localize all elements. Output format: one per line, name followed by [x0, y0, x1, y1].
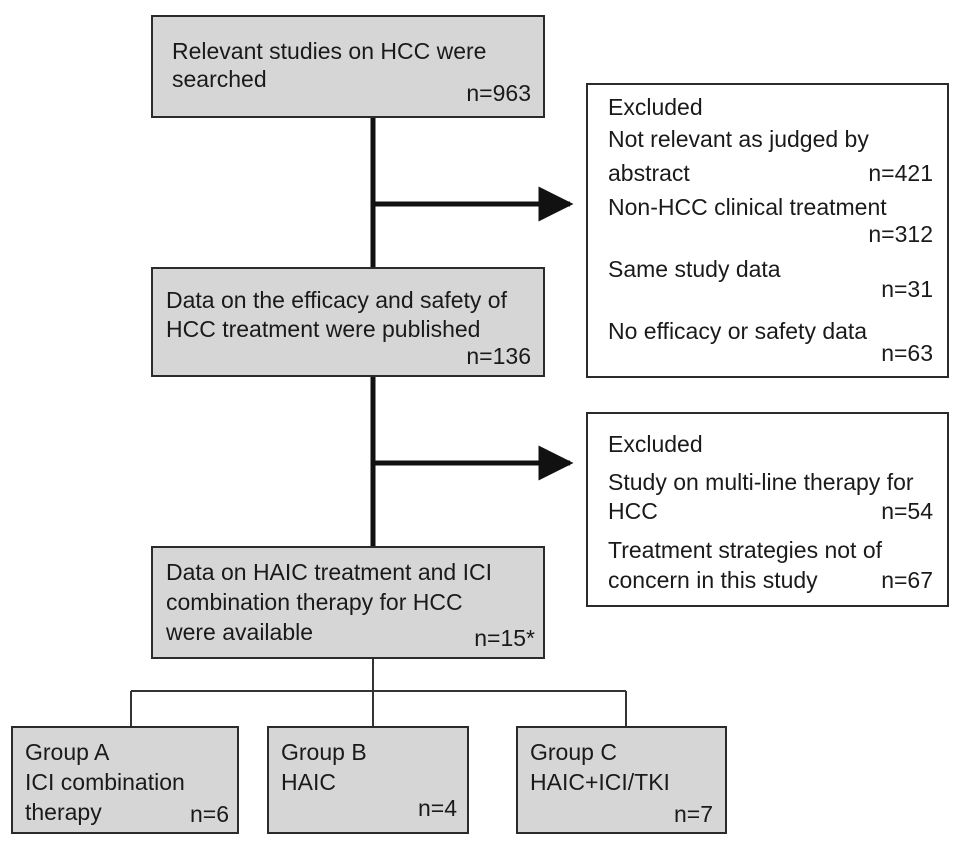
searched-studies-box: Relevant studies on HCC were searched n=…: [151, 15, 545, 118]
group-b-box: Group B HAIC n=4: [267, 726, 469, 834]
published-count: n=136: [466, 343, 531, 369]
excluded-1-title: Excluded: [608, 94, 703, 120]
group-c-line1: HAIC+ICI/TKI: [530, 769, 670, 795]
excluded-1-count-2: n=312: [868, 221, 933, 247]
excluded-1-reason-1a: Not relevant as judged by: [608, 126, 869, 152]
available-data-box: Data on HAIC treatment and ICI combinati…: [151, 546, 545, 659]
excluded-1-reason-4: No efficacy or safety data: [608, 318, 868, 344]
available-line3: were available: [166, 619, 314, 645]
published-line1: Data on the efficacy and safety of: [166, 287, 507, 313]
searched-count: n=963: [466, 80, 531, 106]
group-a-count: n=6: [189, 801, 229, 827]
group-c-title: Group C: [530, 739, 617, 765]
available-count: n=15*: [474, 625, 535, 651]
excluded-2-count-2: n=67: [881, 567, 933, 593]
excluded-box-1: Excluded Not relevant as judged by abstr…: [586, 83, 949, 378]
excluded-1-reason-3: Same study data: [608, 256, 781, 282]
available-line1: Data on HAIC treatment and ICI: [166, 559, 492, 585]
searched-line2: searched: [172, 66, 267, 92]
published-line2: HCC treatment were published: [166, 316, 481, 342]
excluded-1-count-4: n=63: [881, 340, 933, 366]
excluded-1-count-1: n=421: [868, 160, 933, 186]
excluded-2-title: Excluded: [608, 431, 703, 457]
excluded-2-reason-2b: concern in this study: [608, 567, 818, 593]
excluded-2-count-1: n=54: [881, 498, 933, 524]
available-line2: combination therapy for HCC: [166, 589, 463, 615]
published-data-box: Data on the efficacy and safety of HCC t…: [151, 267, 545, 377]
group-c-box: Group C HAIC+ICI/TKI n=7: [516, 726, 727, 834]
group-a-title: Group A: [25, 739, 110, 765]
group-c-count: n=7: [673, 801, 713, 827]
excluded-1-count-3: n=31: [881, 276, 933, 302]
excluded-1-reason-1b: abstract: [608, 160, 690, 186]
group-a-line2: therapy: [25, 799, 102, 825]
excluded-2-reason-2a: Treatment strategies not of: [608, 537, 883, 563]
excluded-2-reason-1b: HCC: [608, 498, 658, 524]
group-a-box: Group A ICI combination therapy n=6: [11, 726, 239, 834]
excluded-1-reason-2: Non-HCC clinical treatment: [608, 194, 887, 220]
group-b-line1: HAIC: [281, 769, 336, 795]
group-a-line1: ICI combination: [25, 769, 185, 795]
group-b-title: Group B: [281, 739, 367, 765]
searched-line1: Relevant studies on HCC were: [172, 38, 487, 64]
excluded-2-reason-1a: Study on multi-line therapy for: [608, 469, 914, 495]
group-b-count: n=4: [417, 795, 457, 821]
excluded-box-2: Excluded Study on multi-line therapy for…: [586, 412, 949, 607]
